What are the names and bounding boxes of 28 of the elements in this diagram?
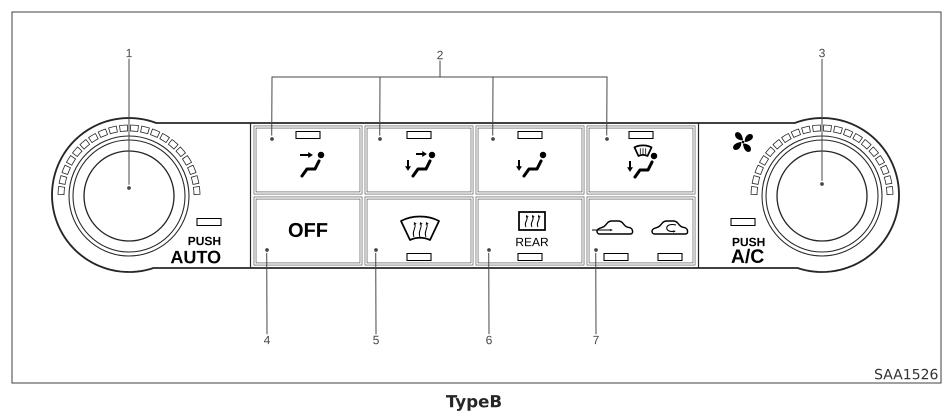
leader-line	[488, 252, 490, 335]
callout-number: 6	[486, 336, 492, 344]
panel-button: OFF	[254, 196, 362, 266]
callout-number: 5	[373, 336, 379, 344]
panel-label: PUSH	[732, 238, 764, 246]
figure-code: SAA1526	[875, 368, 938, 380]
panel-button	[364, 126, 474, 194]
leader-line	[375, 252, 376, 335]
panel-label: AUTO	[170, 250, 220, 264]
panel-button	[586, 196, 696, 266]
leader-line	[128, 58, 130, 186]
leader-line	[822, 58, 823, 182]
panel-button	[586, 126, 696, 194]
leader-line	[266, 252, 268, 335]
callout-number: 4	[264, 336, 270, 344]
callout-number: 1	[126, 48, 132, 58]
panel-button	[476, 126, 584, 194]
leader-line	[440, 60, 608, 136]
panel-button: REAR	[476, 196, 584, 266]
caption: TypeB	[446, 395, 501, 411]
callout-number: 3	[819, 48, 825, 58]
callout-number: 2	[437, 50, 443, 60]
panel-button	[254, 126, 362, 194]
panel-label: A/C	[731, 248, 764, 264]
callout-number: 7	[593, 336, 599, 344]
panel-button	[364, 196, 474, 266]
panel-label: PUSH	[188, 236, 220, 246]
leader-line	[595, 252, 596, 335]
